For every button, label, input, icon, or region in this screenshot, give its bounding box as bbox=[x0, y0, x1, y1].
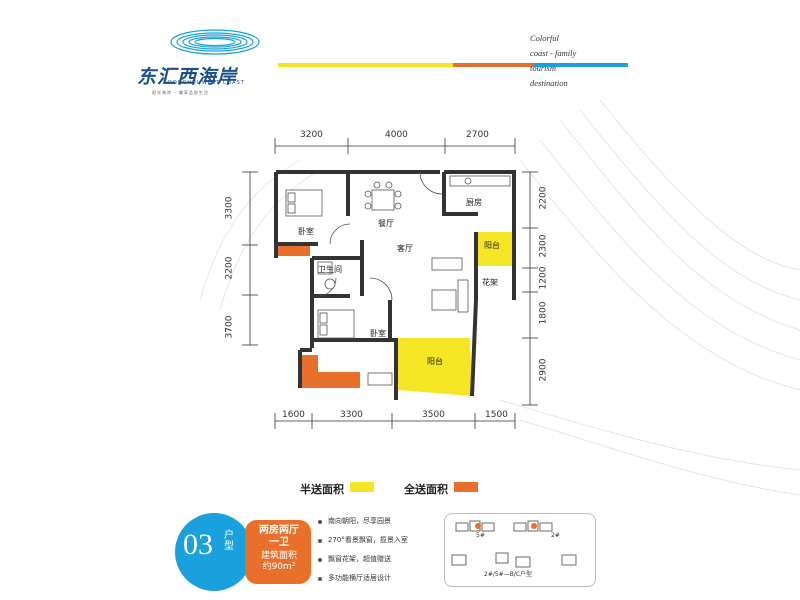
dim-top-2: 4000 bbox=[385, 130, 408, 140]
feature-item: 多功能横厅适居设计 bbox=[328, 574, 391, 582]
brand-name: 东汇西海岸 bbox=[137, 66, 238, 88]
room-bedroom-2: 卧室 bbox=[370, 329, 386, 338]
room-kitchen: 厨房 bbox=[466, 198, 482, 207]
slogan-line-1: Colorful bbox=[530, 33, 559, 43]
unit-area: 建筑面积 约90m² bbox=[250, 551, 308, 573]
unit-number: 03 bbox=[183, 528, 213, 561]
key-plan-label-5: 5# bbox=[476, 532, 485, 539]
key-plan-caption: 2#/5#—B/C户型 bbox=[484, 571, 533, 578]
dim-top-3: 2700 bbox=[466, 130, 489, 140]
bay-window-bedroom2-fill bbox=[300, 355, 360, 388]
room-bedroom-1: 卧室 bbox=[298, 227, 314, 236]
room-balcony-small: 阳台 bbox=[484, 241, 500, 250]
legend-full-label: 全送面积 bbox=[404, 483, 448, 496]
balcony-small-fill bbox=[478, 232, 512, 266]
key-plan-drawing bbox=[451, 520, 577, 568]
legend-full-swatch bbox=[454, 482, 478, 492]
dim-bottom-2: 3300 bbox=[340, 410, 363, 420]
brand-tagline: 阳光海岸 · 尊享品质生活 bbox=[152, 90, 209, 95]
unit-area-label: 建筑面积 bbox=[260, 551, 297, 561]
feature-item: 270°看景飘窗，揽景入室 bbox=[328, 536, 408, 544]
feature-item: 南向朝阳，尽享园景 bbox=[328, 517, 391, 525]
brand-logo-icon bbox=[170, 29, 260, 55]
unit-area-value: 约90m² bbox=[262, 562, 296, 572]
slogan-line-4: destination bbox=[530, 78, 568, 88]
unit-title: 两房两厅 一卫 bbox=[250, 525, 308, 549]
legend-half-swatch bbox=[350, 482, 374, 492]
slogan-line-2: coast - family bbox=[530, 48, 577, 58]
dim-top-1: 3200 bbox=[300, 130, 323, 140]
unit-type-box bbox=[245, 520, 311, 584]
dim-bottom-4: 1500 bbox=[485, 410, 508, 420]
room-garden: 花架 bbox=[482, 278, 498, 287]
room-balcony-large: 阳台 bbox=[427, 357, 443, 366]
legend-half-label: 半送面积 bbox=[300, 483, 344, 496]
feature-bullet-icon bbox=[318, 520, 322, 524]
dim-bottom-1: 1600 bbox=[282, 410, 305, 420]
unit-type-suffix: 户型 bbox=[224, 530, 234, 552]
dim-bottom-3: 3500 bbox=[422, 410, 445, 420]
feature-bullet-icon bbox=[318, 558, 322, 562]
room-bathroom: 卫生间 bbox=[318, 265, 342, 274]
balcony-large-fill bbox=[396, 338, 472, 396]
room-living: 客厅 bbox=[397, 244, 413, 253]
feature-item: 飘窗花架，超值赠送 bbox=[328, 555, 391, 563]
unit-number-badge bbox=[175, 513, 253, 591]
feature-bullet-icon bbox=[318, 577, 322, 581]
brand-name-en: DONGHUI WEST COAST bbox=[168, 80, 245, 86]
stripe-yellow bbox=[278, 63, 453, 67]
stripe-blue bbox=[533, 63, 628, 67]
feature-bullet-icon bbox=[318, 539, 322, 543]
unit-title-line-2: 一卫 bbox=[269, 537, 289, 548]
stripe-orange bbox=[453, 63, 533, 67]
key-plan bbox=[444, 513, 596, 587]
room-dining: 餐厅 bbox=[378, 219, 394, 228]
slogan-line-3: tourism bbox=[530, 63, 556, 73]
key-plan-label-2: 2# bbox=[551, 532, 560, 539]
unit-title-line-1: 两房两厅 bbox=[259, 525, 299, 536]
